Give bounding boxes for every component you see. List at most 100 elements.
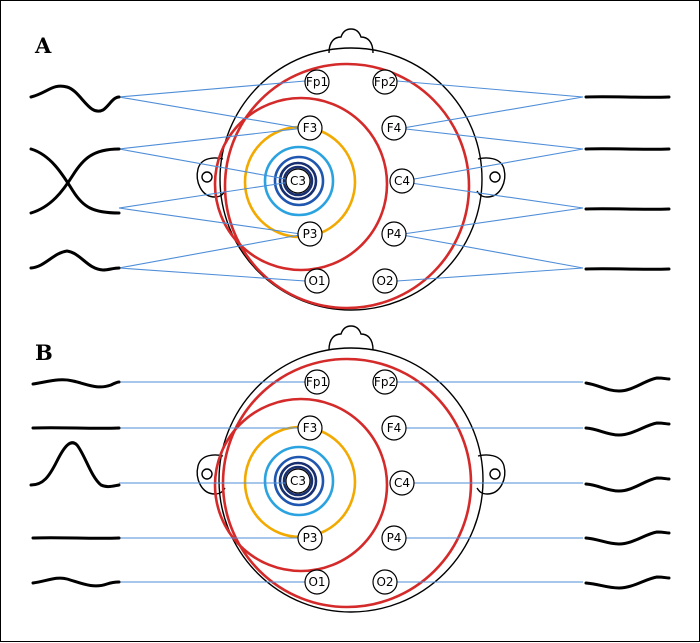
trace-c3-ref	[29, 441, 121, 489]
panel-a-electrodes: Fp1 Fp2 F3 F4 C3 C4	[285, 69, 415, 294]
trace-f4-ref	[584, 421, 671, 437]
electrode-o1: O1	[304, 268, 330, 294]
trace-f3-c3-b	[29, 147, 121, 215]
electrode-fp1: Fp1	[304, 369, 330, 395]
trace-fp1-ref	[31, 378, 121, 389]
panel-a-right-traces	[584, 95, 671, 271]
svg-text:O1: O1	[308, 274, 325, 288]
electrode-f4: F4	[381, 115, 407, 141]
panel-b-left-ear	[196, 454, 226, 495]
electrode-p3: P3	[297, 221, 323, 247]
lead-line	[402, 96, 584, 129]
panel-a-contour-blue	[273, 155, 325, 207]
svg-text:P4: P4	[387, 531, 402, 545]
electrode-p4: P4	[381, 221, 407, 247]
panel-b-nose	[328, 325, 374, 351]
panel-b-contour-blue	[273, 455, 325, 507]
trace-p4-o2	[584, 267, 671, 271]
panel-a-contour-lightblue	[263, 145, 335, 217]
panel-a-label: A	[34, 33, 52, 58]
panel-b-electrodes: Fp1 Fp2 F3 F4 C3 C4	[285, 369, 415, 595]
electrode-f3: F3	[297, 115, 323, 141]
lead-line	[118, 96, 302, 129]
electrode-f4: F4	[381, 415, 407, 441]
lead-line	[118, 180, 298, 209]
panel-b-contour-navy-2	[282, 465, 314, 497]
svg-text:P3: P3	[303, 531, 318, 545]
trace-o2-ref	[584, 575, 671, 590]
trace-o1-ref	[31, 576, 121, 588]
trace-c4-p4	[584, 207, 671, 211]
electrode-fp1: Fp1	[304, 69, 330, 95]
svg-text:P3: P3	[303, 227, 318, 241]
trace-fp2-f4	[584, 95, 671, 99]
trace-p3-ref	[31, 536, 121, 540]
lead-line	[118, 127, 306, 150]
svg-text:F3: F3	[303, 421, 318, 435]
lead-line	[396, 180, 584, 209]
electrode-f3: F3	[297, 415, 323, 441]
panel-a-contour-red-inner	[213, 96, 389, 272]
svg-text:O2: O2	[376, 274, 393, 288]
panel-a-contour-red-outer	[223, 62, 471, 310]
svg-text:O1: O1	[308, 575, 325, 589]
panel-b-scalp	[218, 347, 484, 613]
trace-f3-ref	[31, 426, 121, 430]
svg-text:F3: F3	[303, 121, 318, 135]
electrode-fp2: Fp2	[372, 369, 398, 395]
panel-b-head	[196, 325, 506, 613]
panel-a-nose	[328, 28, 374, 54]
trace-f3-c3-a	[29, 147, 121, 215]
lead-line	[396, 80, 584, 98]
trace-f4-c4	[584, 147, 671, 151]
svg-text:C4: C4	[394, 174, 410, 188]
panel-a-left-traces	[29, 84, 121, 272]
panel-a-left-ear-inner	[201, 171, 213, 183]
panel-b-left-traces	[29, 378, 121, 588]
lead-line	[402, 148, 584, 182]
panel-a-right-ear-inner	[489, 171, 501, 183]
panel-b: B	[29, 325, 671, 613]
svg-text:C3: C3	[290, 474, 306, 488]
electrode-c4: C4	[389, 470, 415, 496]
panel-b-contour-red-inner	[213, 397, 389, 573]
electrode-c3: C3	[285, 168, 311, 194]
svg-text:P4: P4	[387, 227, 402, 241]
trace-fp1-f3	[29, 84, 121, 113]
lead-line	[118, 80, 306, 98]
svg-text:C3: C3	[290, 174, 306, 188]
lead-line	[396, 267, 584, 282]
panel-a-contour-navy-1	[278, 161, 318, 201]
panel-b-lead-lines	[119, 381, 583, 583]
trace-c4-ref	[584, 476, 671, 493]
svg-text:Fp1: Fp1	[306, 375, 328, 389]
lead-line	[118, 233, 306, 269]
trace-p4-ref	[584, 530, 671, 546]
lead-line	[118, 148, 298, 182]
svg-text:O2: O2	[376, 575, 393, 589]
panel-b-contour-lightblue	[263, 445, 335, 517]
panel-b-contour-navy-1	[278, 461, 318, 501]
panel-b-label: B	[35, 340, 53, 365]
panel-b-right-traces	[584, 376, 671, 590]
lead-line	[396, 127, 584, 150]
lead-line	[396, 233, 584, 269]
svg-text:F4: F4	[387, 421, 402, 435]
trace-p3-o1	[29, 249, 121, 272]
svg-text:Fp2: Fp2	[374, 375, 396, 389]
electrode-o1: O1	[304, 569, 330, 595]
electrode-c4: C4	[389, 168, 415, 194]
electrode-p3: P3	[297, 525, 323, 551]
trace-fp2-ref	[584, 376, 671, 393]
electrode-o2: O2	[372, 268, 398, 294]
panel-a-contour-navy-2	[282, 165, 314, 197]
lead-line	[402, 207, 584, 235]
panel-a: A	[29, 28, 671, 311]
svg-text:F4: F4	[387, 121, 402, 135]
panel-b-left-ear-inner	[201, 468, 213, 480]
panel-a-contours	[213, 62, 471, 310]
electrode-fp2: Fp2	[372, 69, 398, 95]
panel-a-lead-lines	[118, 80, 584, 282]
